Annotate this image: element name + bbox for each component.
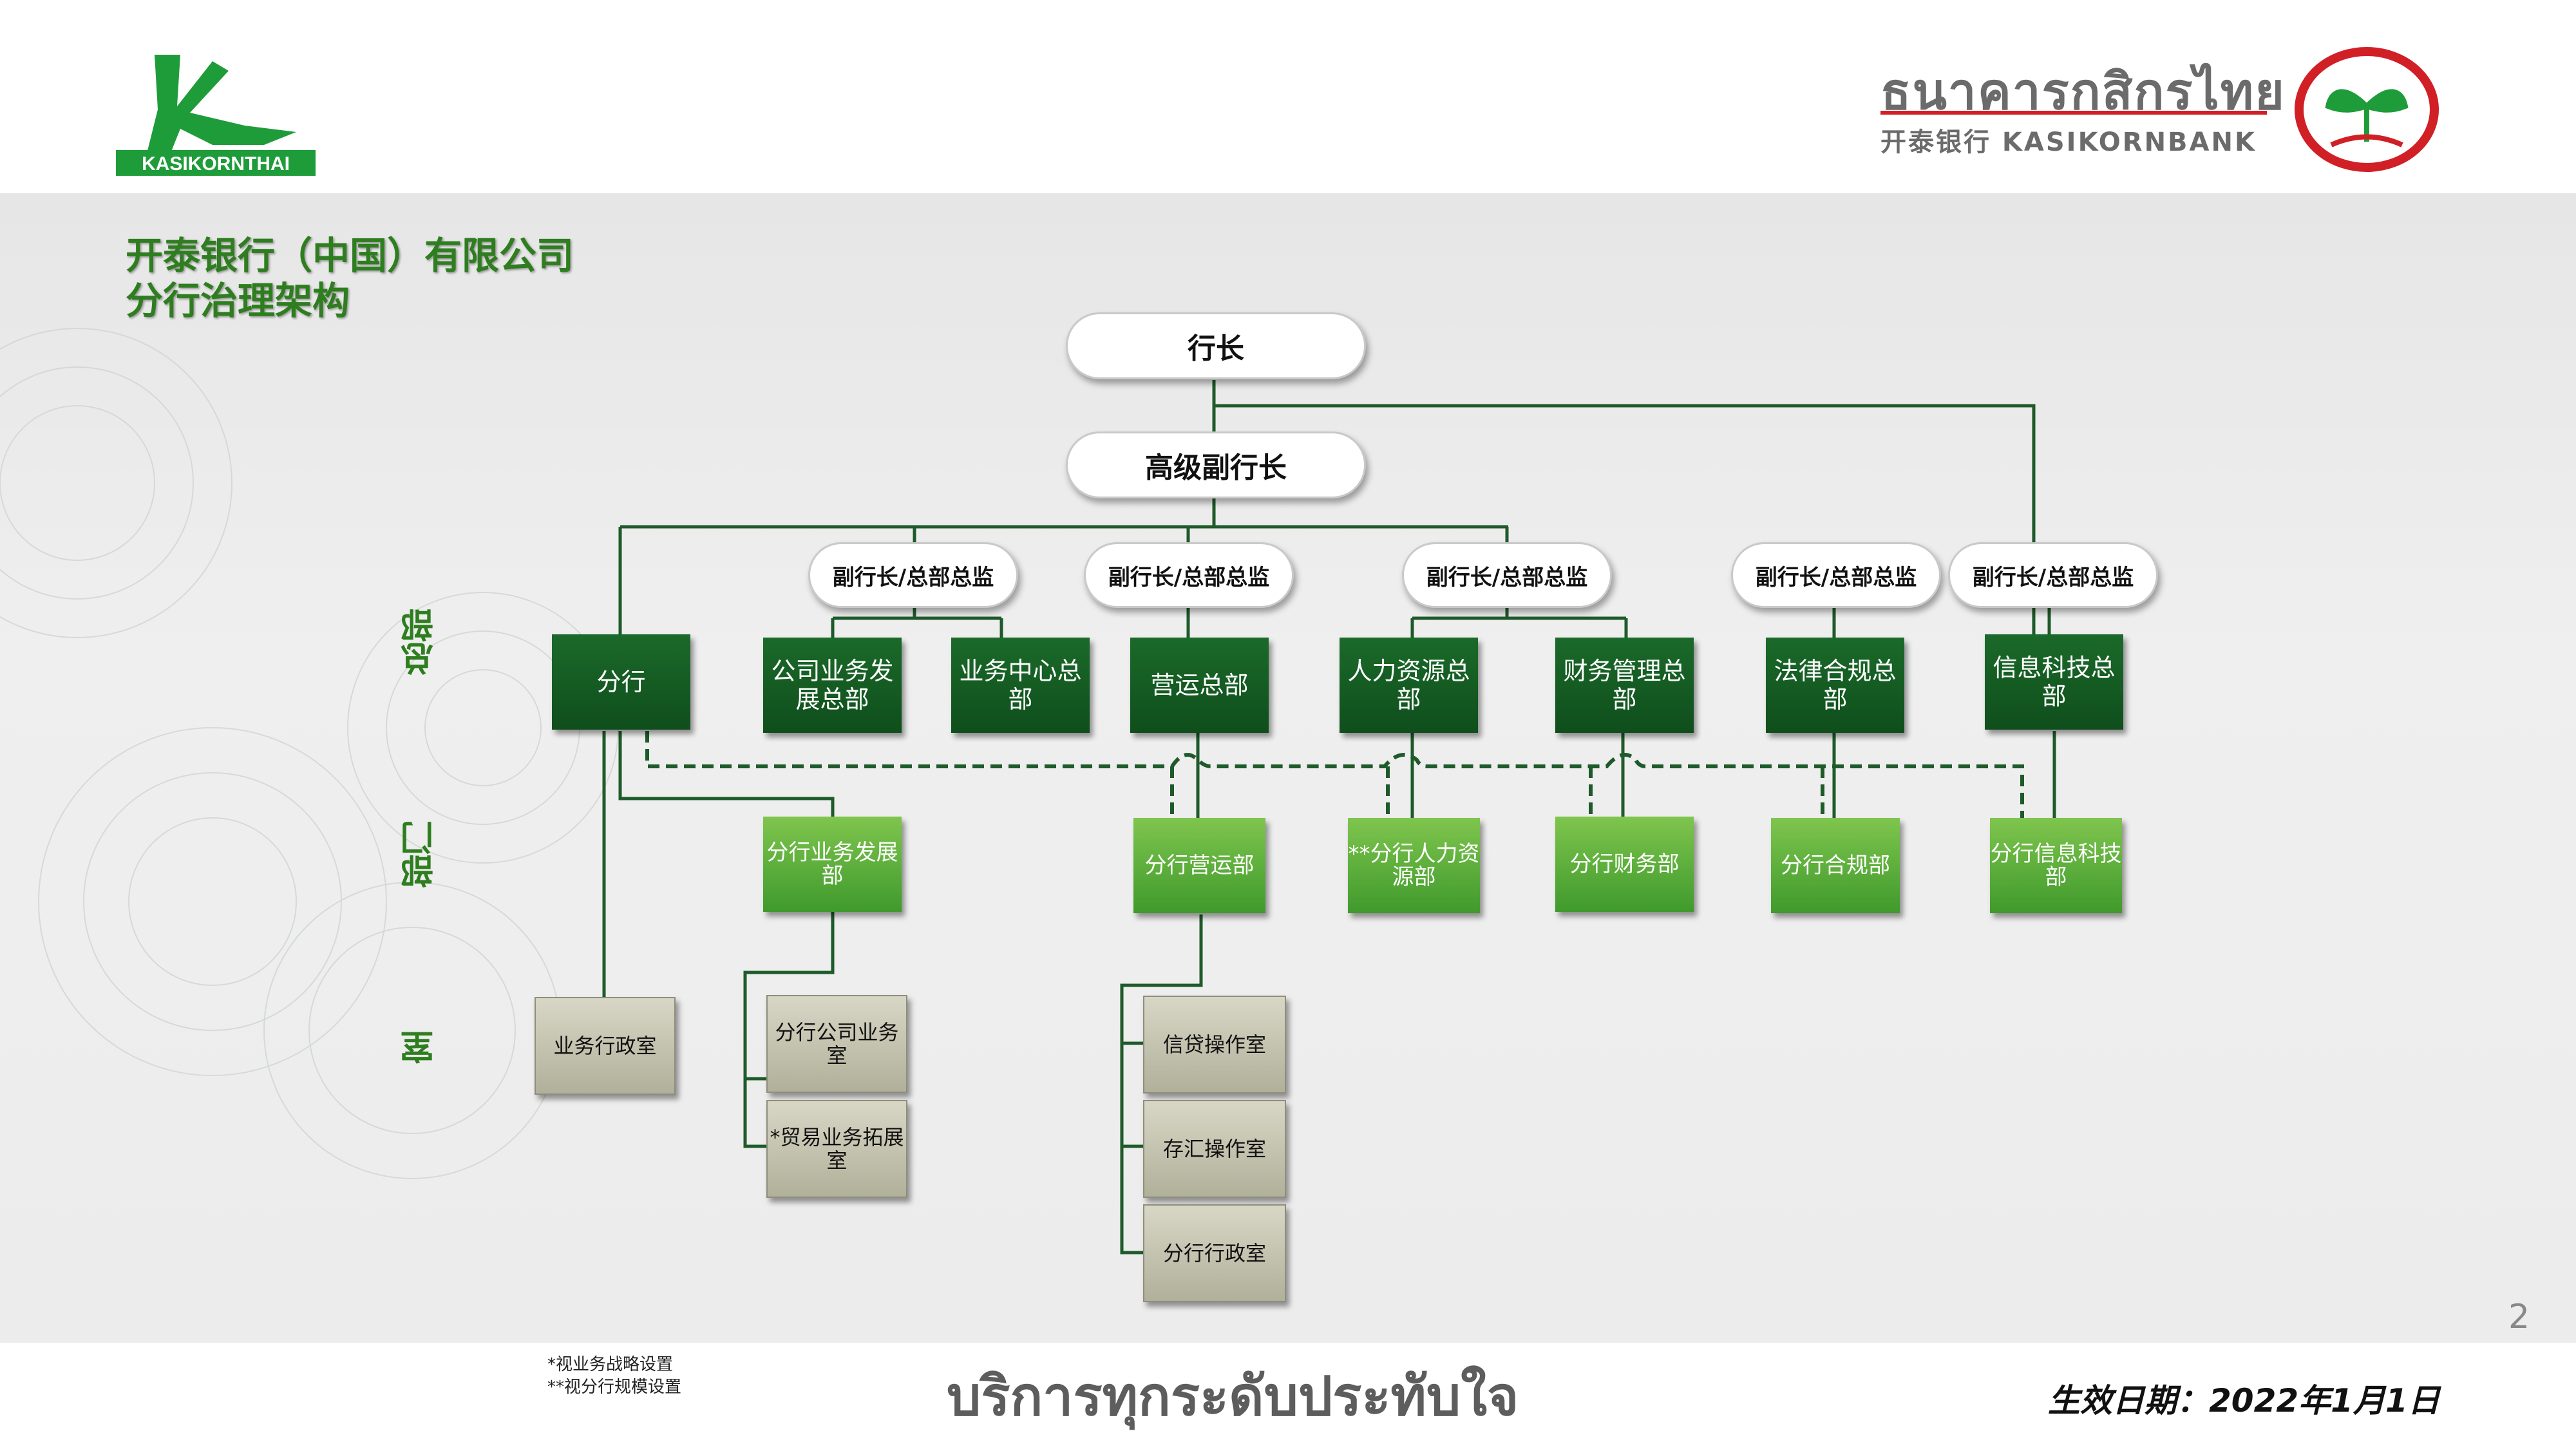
vp-node-5: 副行长/总部总监	[1948, 542, 2158, 608]
room-credit-operations: 信贷操作室	[1143, 996, 1286, 1094]
room-business-admin: 业务行政室	[535, 997, 676, 1095]
hq-branch: 分行	[552, 634, 690, 730]
page-number: 2	[2508, 1298, 2530, 1336]
hq-human-resources: 人力资源总部	[1340, 638, 1478, 733]
senior-vp-node: 高级副行长	[1066, 431, 1366, 498]
hq-operations: 营运总部	[1130, 638, 1269, 733]
page-subtitle: 分行治理架构	[126, 279, 350, 323]
dept-business-development: 分行业务发展部	[763, 817, 902, 912]
vp-node-4: 副行长/总部总监	[1731, 542, 1941, 608]
kasikornthai-logo: KASIKORNTHAI	[116, 55, 316, 176]
dept-compliance: 分行合规部	[1771, 818, 1900, 913]
hq-corporate-development: 公司业务发展总部	[763, 638, 902, 733]
hq-finance: 财务管理总部	[1555, 638, 1694, 733]
content-background	[0, 193, 2576, 1343]
thai-slogan: บริการทุกระดับประทับใจ	[947, 1364, 1519, 1428]
vp-node-2: 副行长/总部总监	[1084, 542, 1294, 608]
room-trade-business: *贸易业务拓展室	[766, 1100, 907, 1198]
dept-operations: 分行营运部	[1133, 818, 1265, 913]
decorative-guilloche	[0, 328, 619, 1179]
effective-date: 生效日期：2022年1月1日	[2048, 1382, 2440, 1419]
dept-finance: 分行财务部	[1555, 817, 1694, 912]
dept-information-technology: 分行信息科技部	[1990, 818, 2122, 913]
kasikornbank-emblem	[2295, 47, 2439, 172]
hq-business-center: 业务中心总部	[951, 638, 1090, 733]
president-node: 行长	[1066, 312, 1366, 379]
footnote-2: **视分行规模设置	[547, 1378, 682, 1397]
vp-node-1: 副行长/总部总监	[808, 542, 1018, 608]
hq-legal-compliance: 法律合规总部	[1766, 638, 1904, 733]
room-deposit-remittance-operations: 存汇操作室	[1143, 1100, 1286, 1198]
hq-information-technology: 信息科技总部	[1985, 634, 2123, 730]
room-corporate-business: 分行公司业务室	[766, 995, 907, 1093]
logo-text: KASIKORNTHAI	[142, 153, 290, 175]
footnote-1: *视业务战略设置	[547, 1355, 674, 1374]
bank-name-divider	[1880, 111, 2267, 115]
room-branch-admin: 分行行政室	[1143, 1204, 1286, 1302]
dept-human-resources: **分行人力资源部	[1348, 818, 1480, 913]
vp-node-3: 副行长/总部总监	[1402, 542, 1612, 608]
page-title: 开泰银行（中国）有限公司	[126, 234, 574, 278]
bank-name-en: 开泰银行 KASIKORNBANK	[1880, 128, 2257, 157]
